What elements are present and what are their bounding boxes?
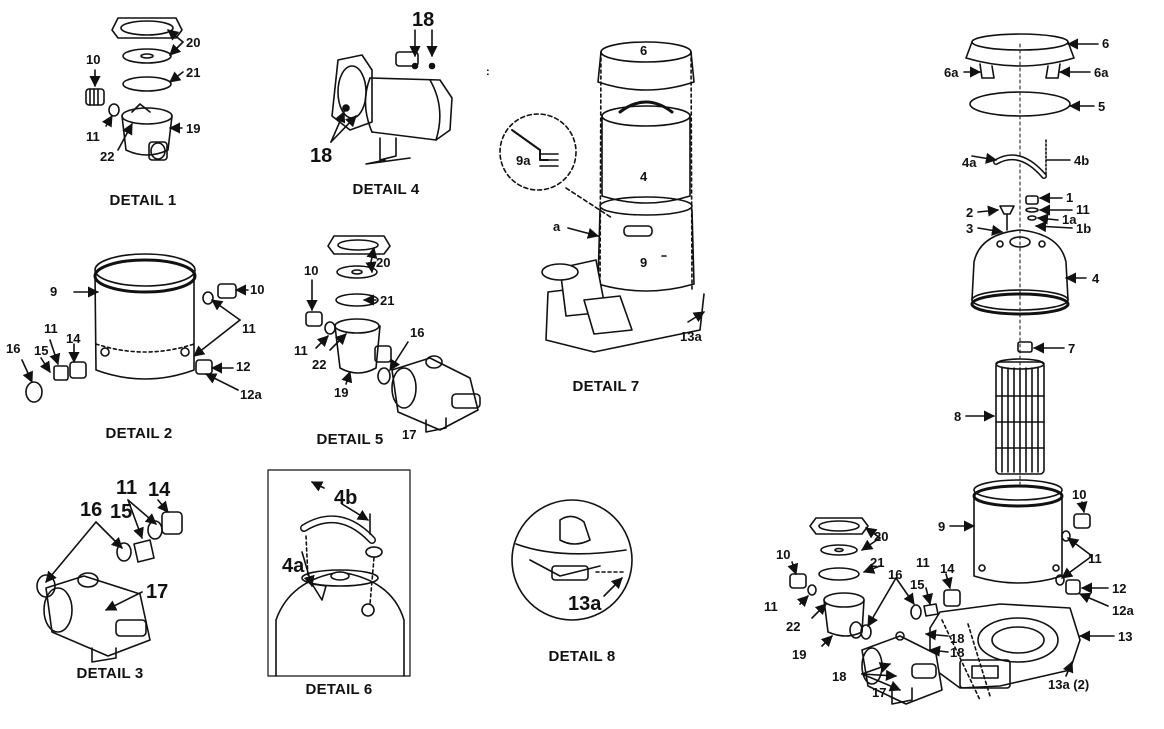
callout-11: 11: [86, 129, 100, 144]
callout-11: 11: [916, 555, 930, 570]
callout-20: 20: [186, 35, 201, 50]
callout-4: 4: [1092, 271, 1100, 286]
callout-6a: 6a: [944, 65, 959, 80]
callout-13: 13: [1118, 629, 1133, 644]
callout-22: 22: [786, 619, 801, 634]
callout-12: 12: [236, 359, 251, 374]
callout-a: a: [553, 219, 561, 234]
callout-13a: 13a: [680, 329, 702, 344]
callout-19: 19: [186, 121, 201, 136]
detail-5-drawing: [305, 235, 481, 433]
callout-17: 17: [872, 685, 887, 700]
callout-9a: 9a: [516, 153, 531, 168]
detail-1-caption: DETAIL 1: [109, 192, 177, 209]
callout-10: 10: [776, 547, 791, 562]
detail-8-drawing: [511, 499, 633, 621]
callout-15: 15: [34, 343, 49, 358]
callout-8: 8: [954, 409, 962, 424]
callout-4a: 4a: [962, 155, 977, 170]
callout-21: 21: [870, 555, 885, 570]
callout-18: 18: [412, 9, 435, 31]
callout-3: 3: [966, 221, 974, 236]
callout-13a-2: 13a (2): [1048, 677, 1090, 692]
callout-19: 19: [792, 647, 807, 662]
detail-7-drawing: [499, 41, 705, 353]
callout-6: 6: [640, 43, 648, 58]
callout-1b: 1b: [1076, 221, 1092, 236]
callout-9: 9: [50, 284, 58, 299]
callout-19: 19: [334, 385, 349, 400]
callout-16: 16: [80, 499, 103, 521]
detail-2-drawing: [25, 253, 237, 403]
callout-15: 15: [910, 577, 925, 592]
callout-4: 4: [640, 169, 648, 184]
callout-21: 21: [380, 293, 395, 308]
callout-14: 14: [66, 331, 81, 346]
callout-16: 16: [888, 567, 903, 582]
callout-12a: 12a: [1112, 603, 1134, 618]
callout-2: 2: [966, 205, 974, 220]
callout-9: 9: [938, 519, 946, 534]
callout-18: 18: [310, 145, 333, 167]
callout-14: 14: [148, 479, 171, 501]
callout-10: 10: [86, 52, 101, 67]
callout-11: 11: [1088, 551, 1102, 566]
main-exploded-drawing: [789, 33, 1091, 705]
callout-20: 20: [874, 529, 889, 544]
callout-1a: 1a: [1062, 212, 1077, 227]
detail-8-caption: DETAIL 8: [548, 648, 616, 665]
detail-4-drawing: [331, 51, 453, 165]
callout-11: 11: [294, 343, 308, 358]
callout-20: 20: [376, 255, 391, 270]
callout-18: 18: [832, 669, 847, 684]
callout-11: 11: [1076, 202, 1090, 217]
detail-4-caption: DETAIL 4: [352, 181, 420, 198]
callout-22: 22: [312, 357, 327, 372]
callout-4b: 4b: [334, 487, 358, 509]
callout-1: 1: [1066, 190, 1074, 205]
callout-4a: 4a: [282, 555, 305, 577]
callout-11: 11: [764, 599, 778, 614]
callout-15: 15: [110, 501, 133, 523]
callout-13a: 13a: [568, 593, 602, 615]
callout-17: 17: [146, 581, 169, 603]
callout-10: 10: [1072, 487, 1087, 502]
callout-18: 18: [950, 631, 965, 646]
callout-10: 10: [250, 282, 265, 297]
detail-6-caption: DETAIL 6: [305, 681, 373, 698]
stray-mark: :: [486, 66, 490, 78]
callout-21: 21: [186, 65, 201, 80]
callout-5: 5: [1098, 99, 1106, 114]
detail-2-caption: DETAIL 2: [105, 425, 173, 442]
callout-16: 16: [6, 341, 21, 356]
callout-17: 17: [402, 427, 417, 442]
callout-10: 10: [304, 263, 319, 278]
callout-4b: 4b: [1074, 153, 1090, 168]
detail-7-caption: DETAIL 7: [572, 378, 640, 395]
callout-11: 11: [116, 477, 138, 499]
detail-1-drawing: [85, 17, 183, 161]
callout-6a: 6a: [1094, 65, 1109, 80]
callout-12: 12: [1112, 581, 1127, 596]
callout-11: 11: [44, 321, 58, 336]
callout-7: 7: [1068, 341, 1076, 356]
callout-16: 16: [410, 325, 425, 340]
callout-11: 11: [242, 321, 256, 336]
callout-14: 14: [940, 561, 955, 576]
callout-6: 6: [1102, 36, 1110, 51]
detail-3-drawing: [36, 511, 183, 663]
callout-22: 22: [100, 149, 115, 164]
callout-12a: 12a: [240, 387, 262, 402]
callout-9: 9: [640, 255, 648, 270]
detail-5-caption: DETAIL 5: [316, 431, 384, 448]
callout-18: 18: [950, 645, 965, 660]
detail-6-drawing: [275, 513, 405, 677]
detail-3-caption: DETAIL 3: [76, 665, 144, 682]
